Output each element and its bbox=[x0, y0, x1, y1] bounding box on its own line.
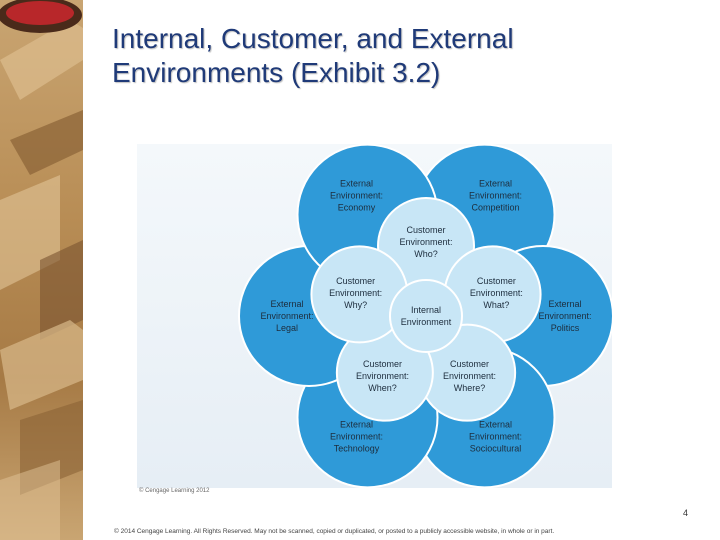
copyright-footer: © 2014 Cengage Learning. All Rights Rese… bbox=[114, 528, 555, 535]
maze-background-image bbox=[0, 0, 83, 540]
internal-environment-circle bbox=[389, 279, 463, 353]
image-credit: © Cengage Learning 2012 bbox=[139, 488, 210, 494]
title-line-2: Environments (Exhibit 3.2) bbox=[112, 57, 441, 88]
maze-walls bbox=[0, 0, 83, 540]
title-line-1: Internal, Customer, and External bbox=[112, 23, 514, 54]
slide-title: Internal, Customer, and External Environ… bbox=[112, 22, 672, 90]
page-number: 4 bbox=[683, 508, 689, 518]
